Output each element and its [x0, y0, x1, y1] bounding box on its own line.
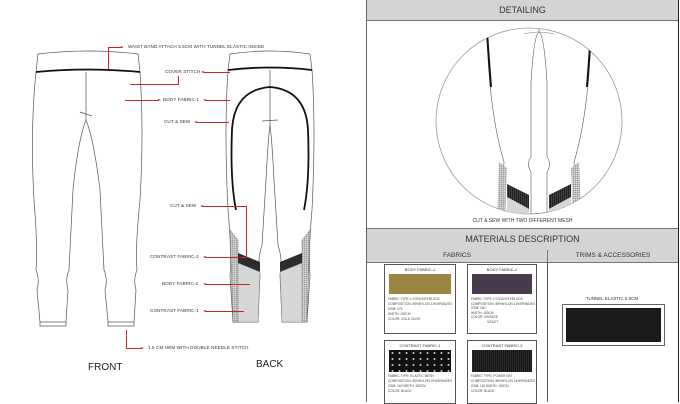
- front-view-label: FRONT: [88, 362, 123, 373]
- trim-title: TUNNEL ELASTIC 5.5CM: [585, 296, 639, 301]
- fabric-swatch: [389, 274, 451, 294]
- detailing-closeup-sketch: [435, 27, 623, 215]
- fabric-swatch-dotted-mesh: [389, 350, 451, 372]
- detailing-header: DETAILING: [367, 0, 678, 21]
- detailing-caption: CUT & SEW WITH TWO DIFFERENT MESH: [472, 218, 573, 224]
- back-view-label: BACK: [256, 359, 284, 370]
- fabric-card-body-fabric-1: BODY FABRIC-1 FABRIC TYPE: LYCRA INTERLO…: [384, 264, 456, 334]
- fabrics-trims-divider: [547, 262, 548, 402]
- fabrics-header: FABRICS: [367, 250, 548, 263]
- front-legging-sketch: [32, 50, 143, 327]
- trims-header: TRIMS & ACCESSORIES: [548, 250, 678, 263]
- tech-sketch-area: WAIST BAND ATTACH 5.5CM WITH TUNNEL ELAS…: [32, 44, 315, 373]
- fabric-card-contrast-fabric-1: CONTRAST FABRIC-1 FABRIC TYPE: ELASTIC M…: [384, 340, 456, 404]
- fabric-swatch: [472, 274, 532, 294]
- spec-panel: DETAILING: [366, 0, 679, 404]
- materials-description-header: MATERIALS DESCRIPTION: [367, 228, 678, 251]
- fabric-card-contrast-fabric-2: CONTRAST FABRIC-2 FABRIC TYPE: POWER NET…: [467, 340, 537, 404]
- trim-swatch: [562, 304, 665, 346]
- fabric-card-body-fabric-2: BODY FABRIC-2 FABRIC TYPE: LYCRA INTERLO…: [467, 264, 537, 334]
- back-legging-sketch: [225, 50, 315, 323]
- fabric-swatch-power-net: [472, 350, 532, 372]
